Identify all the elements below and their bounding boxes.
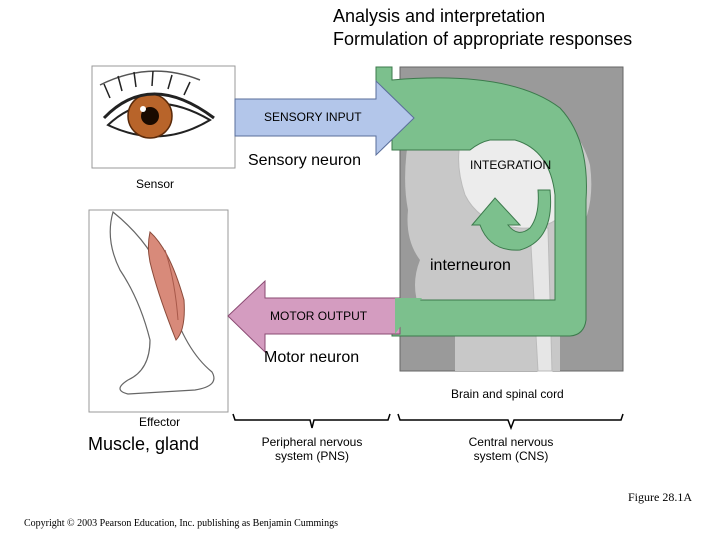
interneuron-label: interneuron xyxy=(430,257,511,274)
heading-line-2: Formulation of appropriate responses xyxy=(333,29,633,49)
sensory-input-arrow xyxy=(234,79,415,157)
integration-label: INTEGRATION xyxy=(470,158,552,172)
copyright-notice: Copyright © 2003 Pearson Education, Inc.… xyxy=(24,518,338,529)
cns-label-line-1: Central nervous xyxy=(468,435,554,449)
cns-label-line-2: system (CNS) xyxy=(473,449,549,463)
integration-loop xyxy=(375,66,587,337)
muscle-gland-label: Muscle, gland xyxy=(88,434,200,454)
sensory-input-label: SENSORY INPUT xyxy=(264,110,362,124)
cns-label: Central nervous system (CNS) xyxy=(441,435,581,463)
cns-bracket xyxy=(397,413,624,431)
pns-label-line-2: system (PNS) xyxy=(274,449,349,463)
leg-illustration xyxy=(88,209,229,413)
effector-label: Effector xyxy=(139,415,181,429)
sensor-label: Sensor xyxy=(136,177,175,191)
sensory-neuron-label: Sensory neuron xyxy=(248,152,361,169)
brain-spinal-cord-label: Brain and spinal cord xyxy=(451,387,564,401)
motor-output-label: MOTOR OUTPUT xyxy=(270,309,368,323)
figure-number: Figure 28.1A xyxy=(628,490,692,504)
pns-bracket xyxy=(232,413,391,429)
motor-output-arrow-head-green xyxy=(395,298,422,334)
motor-neuron-label: Motor neuron xyxy=(264,349,360,366)
heading-line-1: Analysis and interpretation xyxy=(333,6,546,26)
diagram-heading: Analysis and interpretation Formulation … xyxy=(333,5,632,51)
pns-label: Peripheral nervous system (PNS) xyxy=(242,435,382,463)
pns-label-line-1: Peripheral nervous xyxy=(261,435,363,449)
eye-illustration xyxy=(91,65,236,169)
motor-output-arrow xyxy=(227,279,401,354)
